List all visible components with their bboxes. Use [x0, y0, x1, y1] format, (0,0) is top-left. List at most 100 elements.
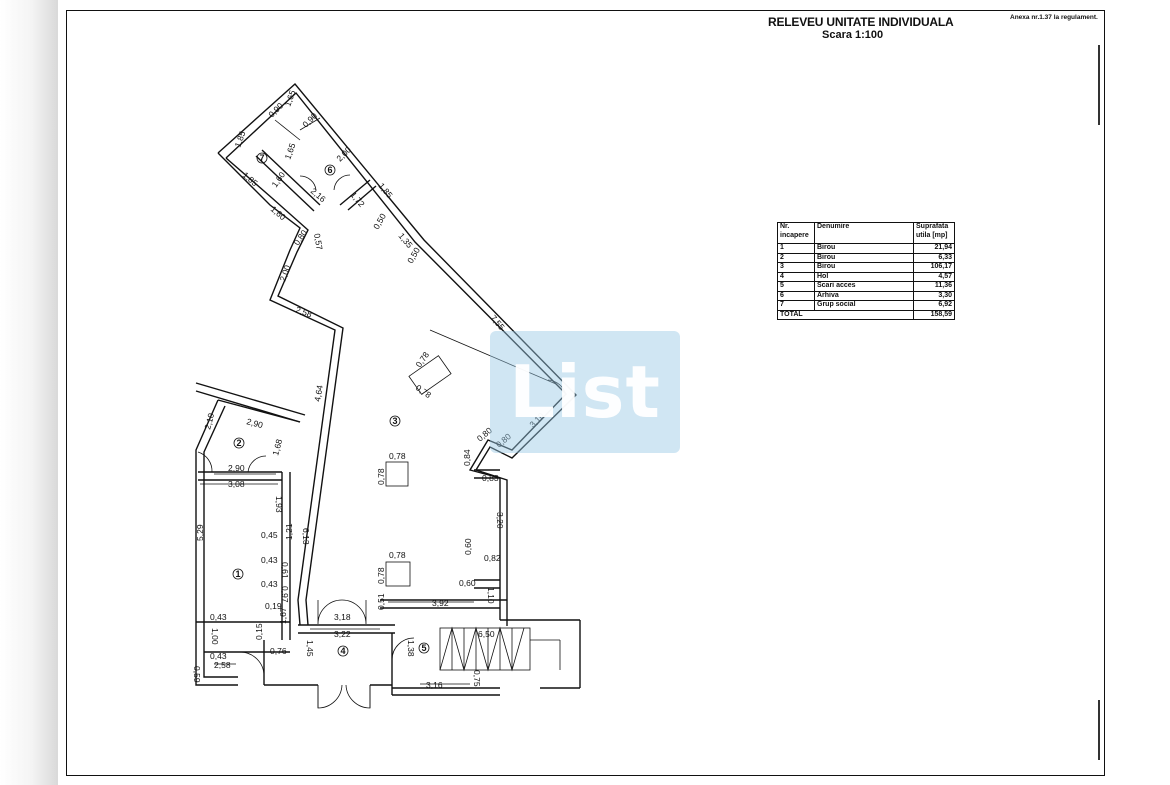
row-area: 21,94	[913, 243, 955, 254]
room-number: 3	[392, 416, 397, 426]
dimension-label: 0,78	[389, 550, 406, 560]
dimension-label: 6,13	[301, 528, 311, 545]
header-area: Suprafata utila [mp]	[913, 222, 955, 244]
dimension-label: 0,78	[376, 468, 386, 485]
dimension-label: 1,21	[284, 523, 294, 540]
dimension-label: 0,60	[459, 578, 476, 588]
dimension-label: 0,43	[210, 612, 227, 622]
dimension-label: 1,67	[278, 607, 288, 624]
dimension-label: 0,43	[261, 555, 278, 565]
table-header-row: Nr. incapere Denumire Suprafata utila [m…	[777, 222, 955, 244]
dimension-label: 3,92	[432, 598, 449, 608]
margin-rule	[1098, 700, 1100, 760]
dimension-label: 1,00	[210, 628, 220, 645]
dimension-label: 0,43	[210, 651, 227, 661]
annex-note: Anexa nr.1.37 la regulament.	[1010, 14, 1098, 21]
dimension-label: 6,50	[478, 629, 495, 639]
dimension-label: 1,10	[486, 587, 496, 604]
table-row: 4 Hol 4,57	[777, 271, 955, 282]
stairs	[439, 626, 561, 672]
doors	[197, 174, 567, 709]
dimension-label: 0,78	[414, 382, 434, 400]
dimension-label: 0,19	[265, 601, 282, 611]
row-area: 3,30	[913, 290, 955, 301]
row-nr: 6	[777, 290, 815, 301]
dimension-label: 2,90	[245, 416, 264, 430]
table-row: 2 Birou 6,33	[777, 252, 955, 263]
dimension-label: 0,75	[472, 670, 482, 687]
total-area: 158,59	[913, 309, 955, 320]
dimension-label: 0,78	[376, 567, 386, 584]
dimension-label: 1,38	[406, 640, 416, 657]
row-name: Birou	[814, 252, 914, 263]
dimension-label: 3,20	[495, 512, 505, 529]
row-name: Birou	[814, 262, 914, 273]
dimension-label: 1,68	[270, 438, 284, 457]
row-nr: 4	[777, 271, 815, 282]
dimension-label: 0,83	[482, 473, 499, 483]
dimension-label: 3,22	[334, 629, 351, 639]
dimension-label: 3,18	[334, 612, 351, 622]
dimension-labels: 1,85 0,90 1,65 0,90 1,65 2,00 1,85 1,60 …	[192, 88, 546, 690]
dimension-label: 1,93	[274, 496, 284, 513]
room-marker	[324, 164, 336, 176]
row-nr: 2	[777, 252, 815, 263]
dimension-label: 1,45	[305, 640, 315, 657]
row-area: 106,17	[913, 262, 955, 273]
room-marker	[233, 437, 245, 449]
dimension-label: 1,72	[348, 190, 366, 209]
room-number: 6	[327, 165, 332, 175]
table-row: 3 Birou 106,17	[777, 262, 955, 273]
table-row: 7 Grup social 6,92	[777, 300, 955, 311]
dimension-label: 2,58	[294, 304, 313, 319]
dimension-label: 0,78	[413, 350, 431, 370]
dimension-label: 0,84	[462, 449, 472, 466]
dimension-label: 5,29	[195, 524, 205, 541]
room-marker	[232, 568, 244, 580]
dimension-label: 1,85	[232, 129, 247, 148]
watermark-text: List	[509, 350, 661, 434]
header-nr: Nr. incapere	[777, 222, 815, 244]
dimension-label: 0,97	[280, 586, 290, 603]
room-number: 4	[340, 646, 345, 656]
dimension-label: 1,65	[282, 141, 297, 160]
dimension-label: 1,60	[269, 170, 287, 190]
row-name: Birou	[814, 243, 914, 254]
row-nr: 3	[777, 262, 815, 273]
room-markers: 1 2 3 4 5 6 7	[232, 152, 430, 657]
dimension-label: 0,82	[484, 553, 501, 563]
room-marker	[256, 152, 268, 164]
room-marker	[418, 642, 430, 654]
watermark-logo: List	[490, 331, 680, 453]
dimension-label: 0,15	[254, 623, 264, 640]
plan-title: RELEVEU UNITATE INDIVIDUALA	[768, 15, 954, 29]
row-area: 4,57	[913, 271, 955, 282]
margin-rule	[1098, 45, 1100, 125]
dimension-label: 0,43	[261, 579, 278, 589]
dimension-label: 0,51	[376, 593, 386, 610]
dimension-label: 0,59	[192, 666, 202, 683]
room-number: 1	[235, 569, 240, 579]
row-name: Scari acces	[814, 281, 914, 292]
row-nr: 5	[777, 281, 815, 292]
dimension-label: 1,60	[269, 204, 288, 222]
table-row: 1 Birou 21,94	[777, 243, 955, 254]
dimension-label: 0,78	[389, 451, 406, 461]
dimension-label: 4,64	[312, 384, 325, 402]
dimension-label: 0,57	[312, 233, 325, 251]
exterior-walls	[195, 82, 581, 696]
dimension-label: 3,16	[426, 680, 443, 690]
plan-scale: Scara 1:100	[822, 29, 884, 38]
row-area: 6,33	[913, 252, 955, 263]
scan-shadow	[0, 0, 58, 785]
row-nr: 7	[777, 300, 815, 311]
dimension-label: 0,80	[291, 228, 309, 248]
room-number: 5	[421, 643, 426, 653]
dimension-label: 0,60	[463, 538, 473, 555]
dimension-label: 2,16	[309, 186, 328, 204]
dimension-label: 2,00	[277, 263, 292, 282]
room-number: 2	[236, 438, 241, 448]
row-nr: 1	[777, 243, 815, 254]
table-total-row: TOTAL 158,59	[777, 309, 955, 320]
